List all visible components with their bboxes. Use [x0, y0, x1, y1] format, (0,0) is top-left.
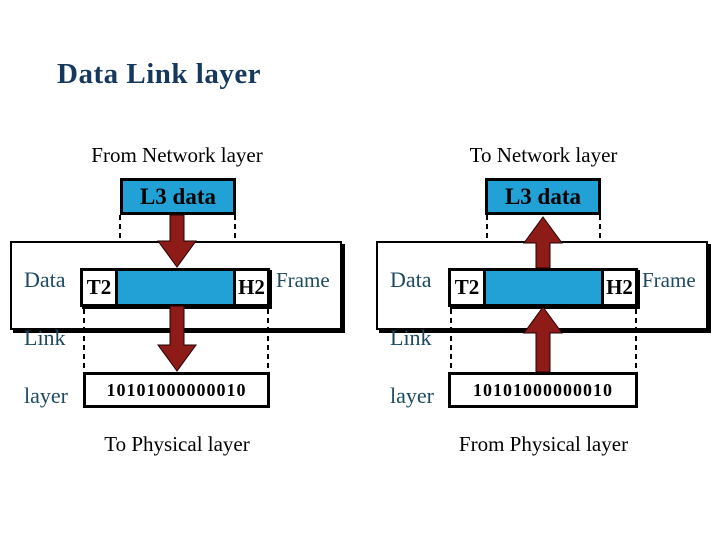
trailer-label-left: T2: [86, 275, 112, 299]
header-label-left: H2: [238, 275, 265, 299]
frame-box-left: T2 H2: [80, 268, 270, 307]
dashed-guide-line: [635, 309, 637, 372]
l3-data-label-left: L3 data: [139, 183, 217, 209]
layer-label-line: Link: [390, 325, 432, 350]
layer-label-line: Data: [390, 267, 432, 292]
dashed-guide-line: [267, 309, 269, 372]
trailer-cell-left: T2: [83, 271, 118, 304]
header-cell-right: H2: [601, 271, 635, 304]
trailer-label-right: T2: [454, 275, 480, 299]
frame-label-left: Frame: [276, 268, 330, 292]
header-cell-left: H2: [233, 271, 267, 304]
bit-stream-right: 10101000000010: [473, 379, 613, 400]
dashed-guide-line: [450, 309, 452, 372]
l3-data-label-right: L3 data: [504, 183, 582, 209]
payload-cell-left: [118, 271, 233, 304]
dashed-guide-line: [83, 309, 85, 372]
layer-label-line: Link: [24, 325, 66, 350]
l3-data-box-right: L3 data: [485, 178, 601, 215]
bit-stream-left: 10101000000010: [106, 379, 247, 400]
bit-stream-box-right: 10101000000010: [448, 372, 638, 408]
to-network-layer-label: To Network layer: [469, 143, 618, 167]
data-link-layer-label-right: Data Link layer: [390, 236, 434, 439]
frame-label-right: Frame: [642, 268, 696, 292]
layer-label-line: layer: [390, 383, 434, 408]
from-network-layer-label: From Network layer: [91, 143, 263, 167]
frame-box-right: T2 H2: [448, 268, 638, 307]
payload-cell-right: [486, 271, 601, 304]
to-physical-layer-label: To Physical layer: [104, 432, 250, 456]
page-title: Data Link layer: [57, 58, 262, 90]
l3-data-box-left: L3 data: [120, 178, 236, 215]
layer-label-line: layer: [24, 383, 68, 408]
from-physical-layer-label: From Physical layer: [458, 432, 629, 456]
trailer-cell-right: T2: [451, 271, 486, 304]
layer-label-line: Data: [24, 267, 66, 292]
bit-stream-box-left: 10101000000010: [83, 372, 270, 408]
data-link-layer-label-left: Data Link layer: [24, 236, 68, 439]
header-label-right: H2: [606, 275, 633, 299]
